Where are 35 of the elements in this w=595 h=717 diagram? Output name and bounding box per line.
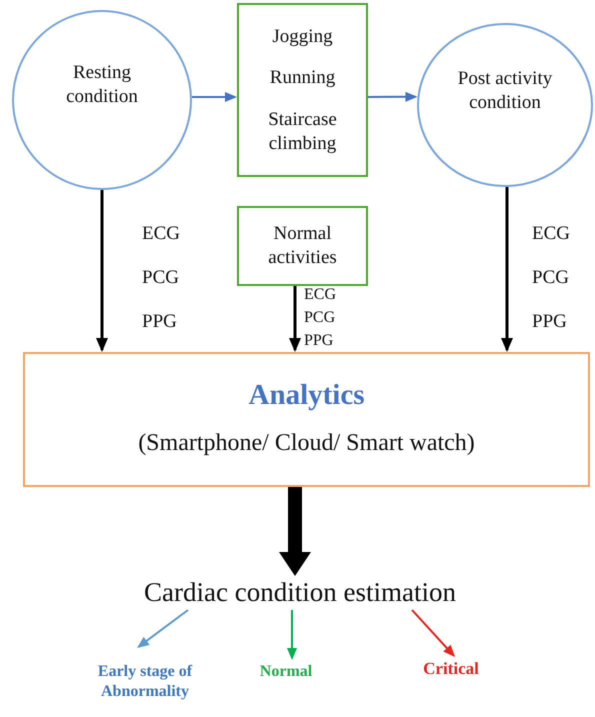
signal-label: PPG <box>532 312 567 331</box>
outcome-label: Normal <box>260 662 312 682</box>
outcome-label: Critical <box>423 658 479 680</box>
signal-label: PCG <box>142 268 179 287</box>
signal-label: PPG <box>304 333 334 349</box>
process-box <box>237 3 368 177</box>
arrow <box>411 609 455 657</box>
signal-label: PCG <box>304 310 336 326</box>
signal-label: ECG <box>142 224 180 243</box>
arrow <box>289 286 301 352</box>
activity-label: Jogging <box>272 24 333 48</box>
arrow <box>368 92 418 102</box>
result-label: Cardiac condition estimation <box>144 576 456 610</box>
activity-label: Normal activities <box>267 222 338 270</box>
condition-label: Post activity condition <box>456 67 554 115</box>
signal-label: ECG <box>304 287 336 303</box>
arrow <box>96 190 108 352</box>
activity-label: Running <box>270 66 336 90</box>
arrow <box>287 610 297 660</box>
process-box <box>237 206 368 286</box>
activity-label: Staircase climbing <box>267 108 338 156</box>
subtitle: (Smartphone/ Cloud/ Smart watch) <box>138 429 475 458</box>
condition-circle <box>12 10 192 190</box>
signal-label: PCG <box>532 268 569 287</box>
signal-label: PPG <box>142 312 177 331</box>
outcome-label: Early stage of Abnormality <box>96 662 194 702</box>
process-box <box>23 352 590 487</box>
arrow <box>279 487 311 576</box>
arrow <box>501 186 513 352</box>
arrow <box>137 609 189 648</box>
signal-label: ECG <box>532 224 570 243</box>
condition-label: Resting condition <box>65 61 139 109</box>
arrow <box>192 92 237 102</box>
title: Analytics <box>248 378 364 413</box>
condition-circle <box>417 23 593 187</box>
